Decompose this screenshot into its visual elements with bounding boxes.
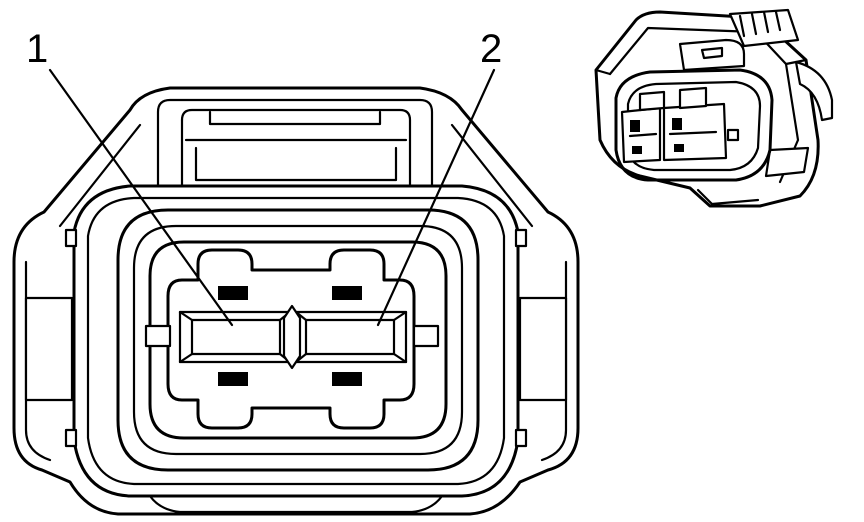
center-divider: [282, 304, 302, 370]
leader-line-1: [48, 68, 234, 327]
connector-front-view: [12, 86, 580, 516]
terminal-housing: [166, 248, 416, 430]
outer-housing: [12, 86, 580, 516]
latch: [156, 98, 434, 188]
right-rib: [518, 296, 568, 402]
left-rib: [24, 296, 74, 402]
connector-iso-view: [594, 8, 834, 208]
leader-line-2: [376, 68, 496, 327]
pin-1-terminal: [178, 286, 292, 386]
pin-label-1: 1: [26, 27, 48, 71]
pin-label-2: 2: [480, 27, 502, 71]
